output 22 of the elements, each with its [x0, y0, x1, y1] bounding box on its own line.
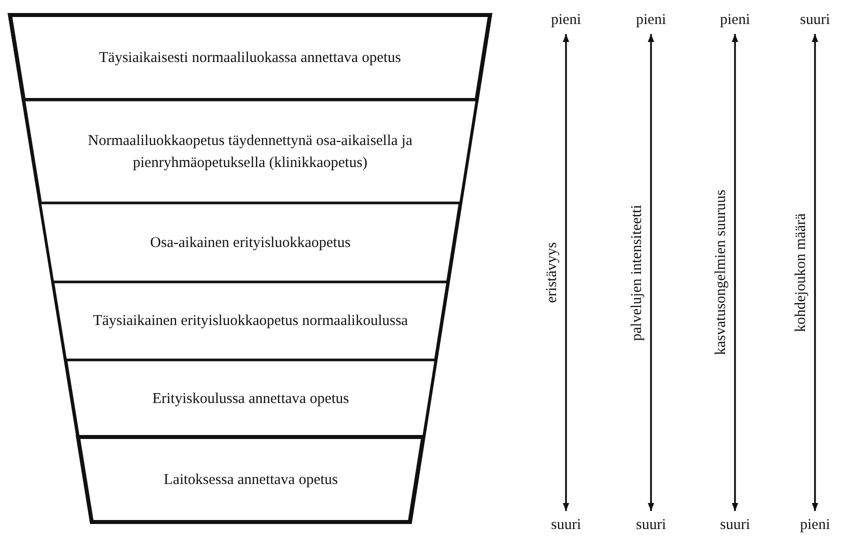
double-arrow: [562, 34, 570, 511]
band-text: Erityiskoulussa annettava opetus: [152, 390, 349, 408]
band-text: Osa-aikainen erityisluokkaopetus: [150, 234, 351, 252]
scale-end-label: suuri: [551, 516, 581, 534]
band-text: Laitoksessa annettava opetus: [164, 470, 338, 490]
scale-end-label: pieni: [720, 11, 750, 29]
scale-end-label: pieni: [800, 516, 830, 534]
band-text: Täysiaikaisesti normaaliluokassa annettava opetus: [99, 48, 401, 68]
double-arrow: [812, 34, 818, 511]
scale-end-label: suuri: [720, 516, 750, 534]
scale-end-label: suuri: [636, 516, 666, 534]
edge-label: kasvatusongelmien suuruus: [713, 190, 729, 355]
double-arrow: [648, 34, 654, 511]
edge-label: eristävyys: [544, 242, 560, 303]
double-arrow: [732, 34, 738, 511]
band-text: Täysiaikainen erityisluokkaopetus normaalikoulussa: [93, 312, 408, 331]
scale-end-label: suuri: [800, 11, 830, 29]
band-text: Normaaliluokkaopetus täydennettynä osa-aikaisella ja pienryhmäopetuksella (klinikkaopetus): [86, 132, 414, 172]
edge-label: palvelujen intensiteetti: [629, 204, 645, 340]
scale-end-label: pieni: [636, 11, 666, 29]
edge-label: kohdejoukon määrä: [793, 213, 809, 332]
scale-end-label: pieni: [551, 11, 581, 29]
